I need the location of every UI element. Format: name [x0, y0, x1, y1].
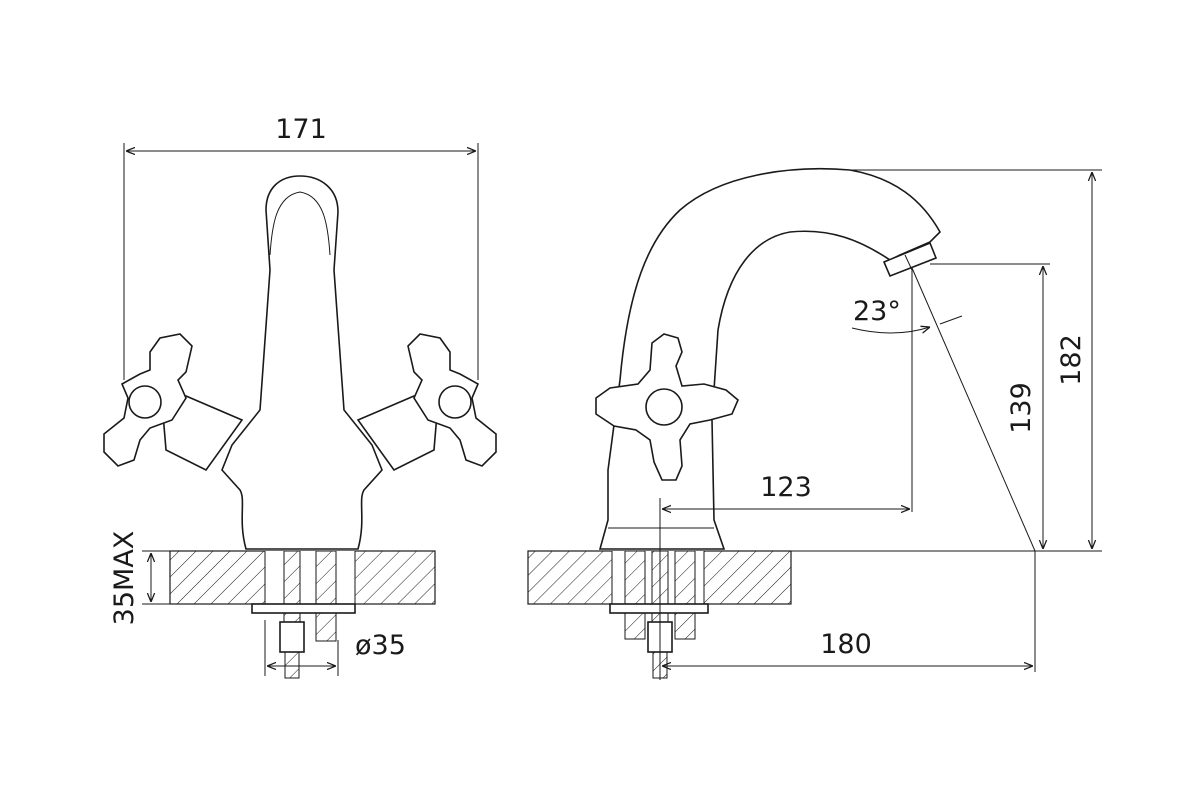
- front-mount-hole: [265, 551, 355, 604]
- side-aerator: [882, 241, 938, 278]
- front-bolt: [284, 651, 300, 679]
- dim-front-width: 171: [275, 114, 327, 145]
- front-right-cross-handle: [407, 333, 497, 467]
- dim-hole-diameter: ø35: [355, 630, 406, 661]
- dim-arc-spout-angle: [851, 327, 930, 333]
- dim-spout-reach: 123: [760, 472, 812, 503]
- side-hose-left: [624, 550, 646, 640]
- front-washer: [251, 603, 356, 614]
- dim-deck-thickness: 35MAX: [109, 531, 140, 626]
- front-hose: [315, 550, 337, 642]
- front-nut: [279, 621, 305, 653]
- side-hose-right: [674, 550, 696, 640]
- dim-outlet-height: 139: [1006, 382, 1037, 434]
- front-view: 171 35MAX ø35: [103, 114, 497, 679]
- side-washer: [609, 603, 709, 614]
- side-cross-handle: [595, 333, 739, 481]
- front-left-cross-handle: [103, 333, 193, 467]
- dim-spout-angle: 23°: [853, 296, 901, 327]
- dim-mount-to-outlet: 180: [820, 629, 872, 660]
- dim-total-height: 182: [1056, 334, 1087, 386]
- side-spout-body: [598, 168, 941, 550]
- front-faucet-body: [221, 175, 383, 550]
- side-view: 23° 123 180 139 182: [527, 168, 1102, 680]
